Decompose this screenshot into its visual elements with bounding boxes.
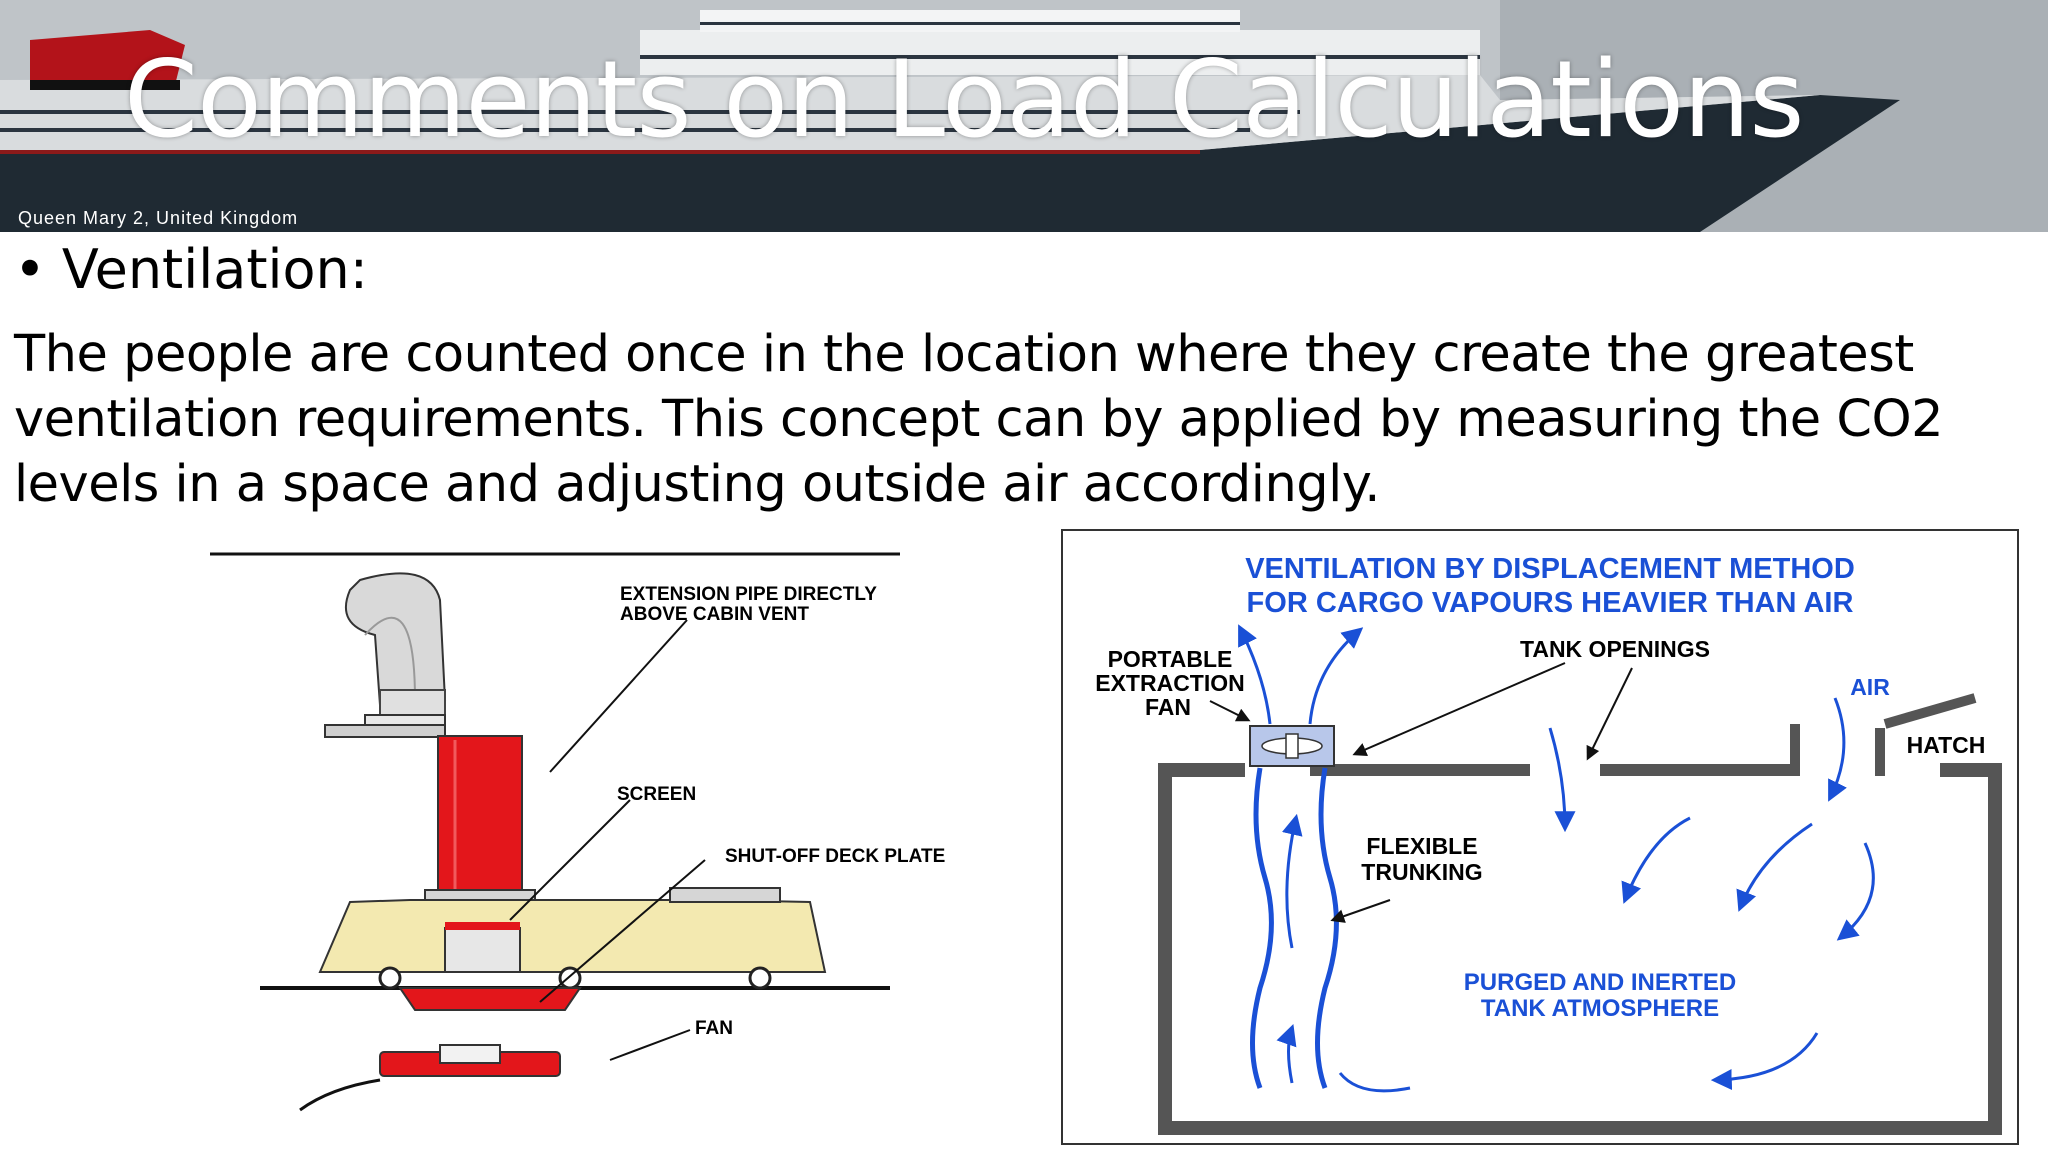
label-shutoff-deck-plate: SHUT-OFF DECK PLATE: [725, 846, 945, 867]
label-purged-line1: PURGED AND INERTED: [1464, 969, 1736, 996]
bullet-item: •Ventilation:: [14, 240, 368, 300]
bullet-dot: •: [14, 238, 46, 301]
label-fan: FAN: [695, 1018, 733, 1039]
slide-title: Comments on Load Calculations: [124, 38, 1805, 161]
label-hatch: HATCH: [1907, 732, 1986, 758]
label-screen: SCREEN: [617, 784, 696, 805]
label-extension-line2: ABOVE CABIN VENT: [620, 604, 809, 625]
diagram-title-line2: FOR CARGO VAPOURS HEAVIER THAN AIR: [1247, 587, 1854, 619]
label-purged-line2: TANK ATMOSPHERE: [1481, 995, 1719, 1022]
cabin-vent-diagram: [210, 552, 900, 738]
body-paragraph: The people are counted once in the locat…: [14, 325, 1944, 514]
displacement-ventilation-diagram: VENTILATION BY DISPLACEMENT METHOD FOR C…: [1061, 529, 2019, 1145]
image-caption: Queen Mary 2, United Kingdom: [18, 208, 299, 228]
label-portable-line2: EXTRACTION: [1095, 670, 1245, 696]
label-flexible-line2: TRUNKING: [1361, 859, 1482, 885]
bullet-text: Ventilation:: [61, 238, 368, 301]
cabin-vent-parts: EXTENSION PIPE DIRECTLY ABOVE CABIN VENT…: [260, 584, 945, 1112]
header-banner: Comments on Load Calculations Queen Mary…: [0, 0, 2048, 232]
label-portable-line1: PORTABLE: [1108, 646, 1233, 672]
label-portable-line3: FAN: [1145, 694, 1191, 720]
label-extension-line1: EXTENSION PIPE DIRECTLY: [620, 584, 877, 605]
ship-image: [0, 0, 2048, 232]
diagram-title-line1: VENTILATION BY DISPLACEMENT METHOD: [1245, 553, 1855, 585]
label-tank-openings: TANK OPENINGS: [1520, 636, 1710, 662]
label-air: AIR: [1850, 674, 1890, 700]
label-flexible-line1: FLEXIBLE: [1366, 833, 1477, 859]
